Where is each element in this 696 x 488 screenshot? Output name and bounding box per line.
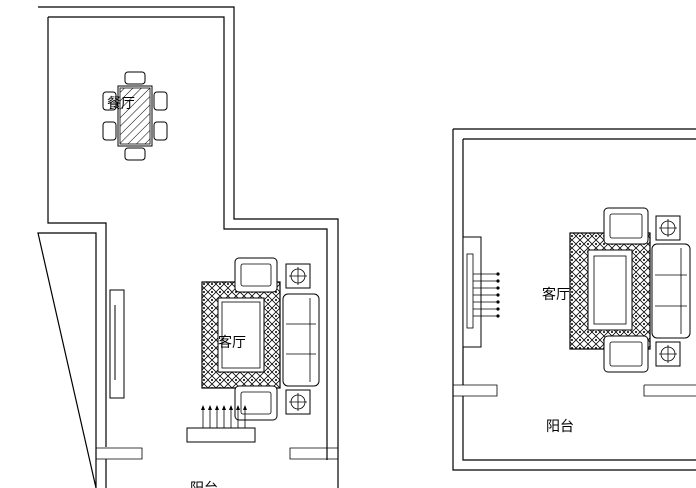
left-floor-plan: 餐厅 客厅	[37, 6, 339, 488]
dining-table-set	[102, 71, 168, 161]
left-bench-arrows	[186, 405, 256, 443]
left-plan-balcony-wall	[96, 447, 338, 460]
right-tv-cabinet	[462, 236, 500, 348]
right-sofa-set	[569, 207, 691, 373]
left-plan-inner-wall	[47, 16, 328, 488]
right-plan-outer-wall	[452, 128, 696, 471]
right-floor-plan: 客厅 阳台	[452, 128, 696, 471]
left-plan-outer-wall	[37, 6, 339, 488]
right-living-room-label: 客厅	[542, 286, 570, 303]
right-balcony-label: 阳台	[546, 419, 574, 435]
left-balcony-label: 阳台	[190, 481, 218, 488]
left-sofa-set	[201, 257, 320, 421]
right-plan-balcony-wall	[453, 384, 696, 397]
left-living-room-label: 客厅	[218, 334, 246, 351]
dining-room-label: 餐厅	[107, 96, 135, 112]
left-tv-cabinet	[109, 289, 125, 399]
